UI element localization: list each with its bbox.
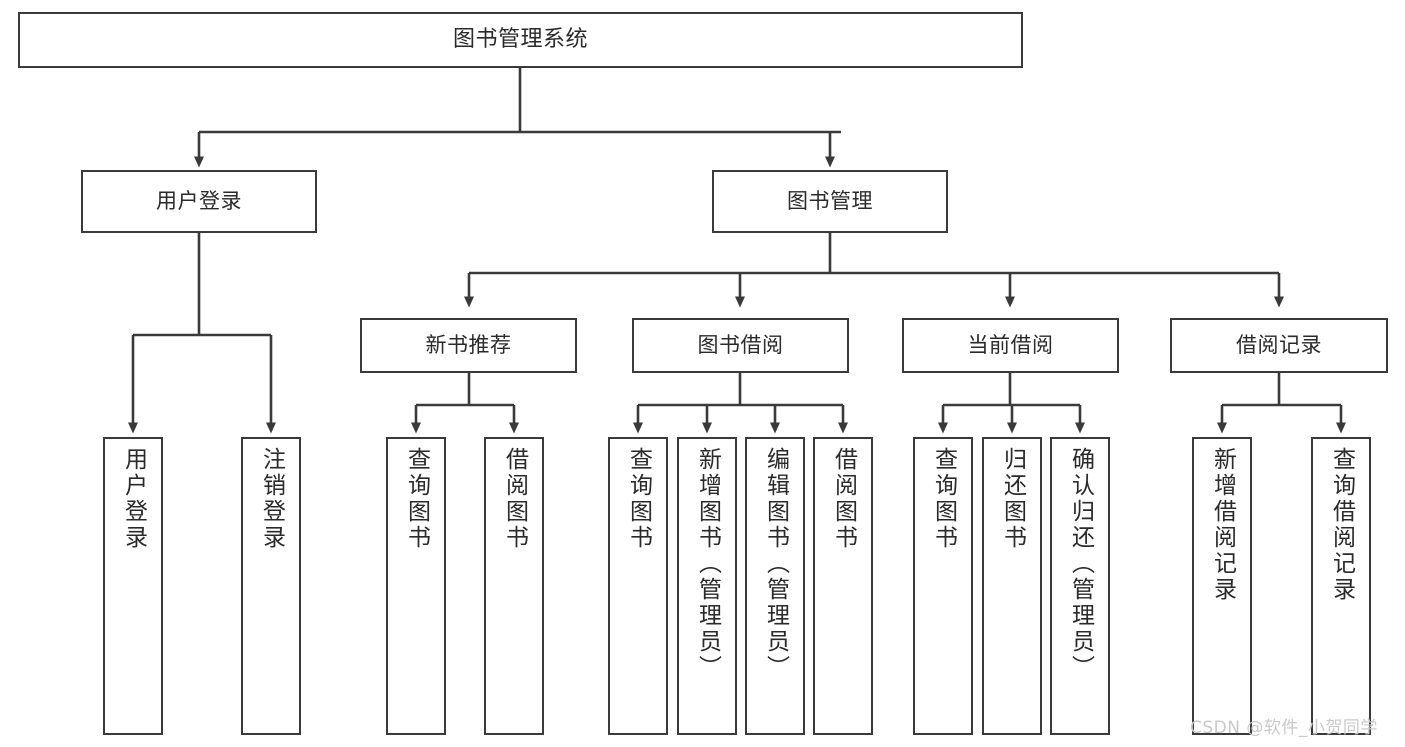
node-label: 归还图书	[999, 447, 1026, 551]
node-label: 新增借阅记录	[1209, 447, 1236, 603]
leaf-add-book[interactable]: 新增图书（管理员）	[677, 437, 737, 735]
leaf-confirm-return[interactable]: 确认归还（管理员）	[1050, 437, 1110, 735]
leaf-query-book-borrowing[interactable]: 查询图书	[608, 437, 668, 735]
node-label: 查询借阅记录	[1328, 447, 1355, 603]
node-label: 当前借阅	[967, 332, 1054, 357]
node-label: 用户登录	[156, 188, 242, 213]
node-label: 注销登录	[258, 447, 285, 551]
leaf-borrow-book-recommendation[interactable]: 借阅图书	[484, 437, 544, 735]
node-label: 图书管理	[787, 188, 873, 213]
leaf-borrow-book[interactable]: 借阅图书	[813, 437, 873, 735]
node-label: 编辑图书（管理员）	[762, 447, 789, 681]
node-label: 图书借阅	[697, 332, 784, 357]
node-label: 用户登录	[120, 447, 147, 551]
node-label: 图书管理系统	[452, 26, 588, 52]
node-borrowing-records[interactable]: 借阅记录	[1170, 318, 1388, 373]
node-label: 借阅图书	[830, 447, 857, 551]
leaf-return-book[interactable]: 归还图书	[982, 437, 1042, 735]
node-label: 借阅图书	[501, 447, 528, 551]
leaf-add-borrowing-record[interactable]: 新增借阅记录	[1192, 437, 1252, 735]
csdn-watermark: CSDN @软件_小贺同学	[1190, 718, 1378, 738]
node-user-login[interactable]: 用户登录	[81, 170, 317, 233]
leaf-query-borrowing-record[interactable]: 查询借阅记录	[1311, 437, 1371, 735]
node-label: 新书推荐	[425, 332, 512, 357]
leaf-edit-book[interactable]: 编辑图书（管理员）	[745, 437, 805, 735]
leaf-query-book-current[interactable]: 查询图书	[913, 437, 973, 735]
node-current-borrowing[interactable]: 当前借阅	[902, 318, 1119, 373]
node-book-management[interactable]: 图书管理	[712, 170, 948, 233]
node-book-borrowing[interactable]: 图书借阅	[632, 318, 849, 373]
leaf-logout[interactable]: 注销登录	[241, 437, 301, 735]
node-new-book-recommendation[interactable]: 新书推荐	[360, 318, 577, 373]
node-label: 查询图书	[403, 447, 430, 551]
node-label: 确认归还（管理员）	[1067, 447, 1094, 681]
node-label: 借阅记录	[1236, 332, 1322, 357]
leaf-query-book-recommendation[interactable]: 查询图书	[386, 437, 446, 735]
node-label: 查询图书	[930, 447, 957, 551]
node-label: 新增图书（管理员）	[694, 447, 721, 681]
leaf-user-login[interactable]: 用户登录	[103, 437, 163, 735]
node-root-system[interactable]: 图书管理系统	[18, 12, 1023, 68]
node-label: 查询图书	[625, 447, 652, 551]
